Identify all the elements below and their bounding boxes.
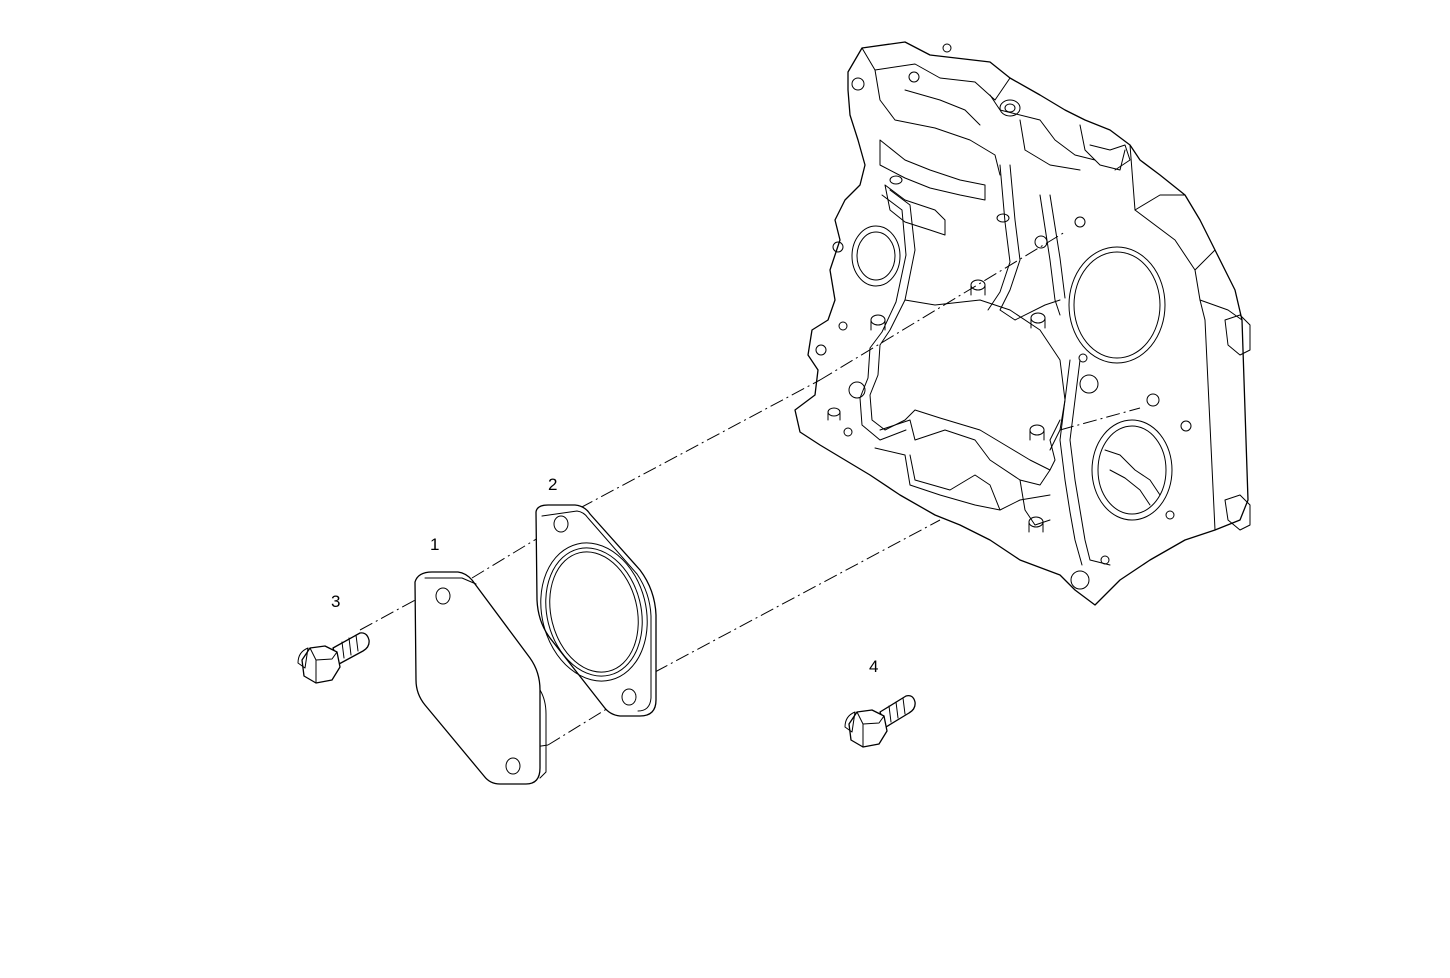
bolt-holes bbox=[815, 43, 1192, 590]
bolt-3 bbox=[297, 632, 370, 684]
gasket bbox=[535, 504, 657, 717]
bolt-4 bbox=[844, 694, 916, 748]
callout-1: 1 bbox=[430, 535, 439, 554]
callout-3: 3 bbox=[331, 592, 340, 611]
gear-housing bbox=[794, 41, 1251, 606]
cover-plate bbox=[414, 571, 547, 785]
callout-4: 4 bbox=[869, 657, 878, 676]
callout-2: 2 bbox=[548, 475, 557, 494]
dowel-pins bbox=[827, 175, 1046, 533]
